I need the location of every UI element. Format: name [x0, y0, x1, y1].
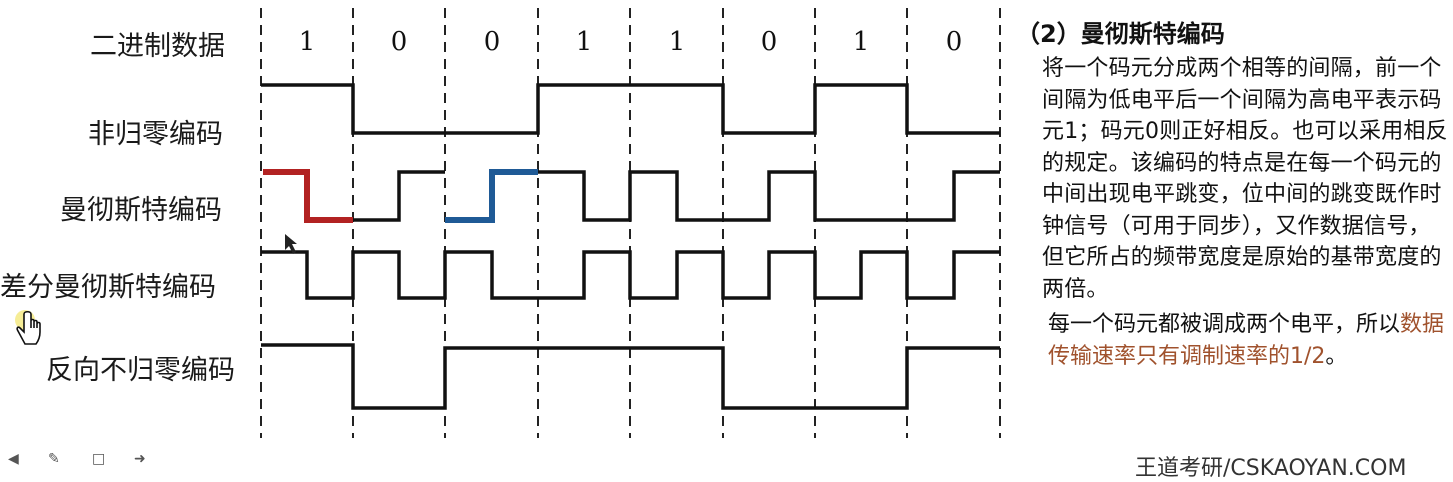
label-nrzi: 反向不归零编码 [46, 355, 235, 386]
paragraph-2-prefix: 每一个码元都被调成两个电平，所以 [1048, 312, 1401, 337]
label-binary-data: 二进制数据 [90, 31, 225, 62]
encoding-waveform-diagram: 1 0 0 1 1 0 1 0 [260, 8, 1001, 438]
player-toolbar: ◀ ✎ □ ➜ [0, 452, 170, 469]
description-paragraph-2: 每一个码元都被调成两个电平，所以数据传输速率只有调制速率的1/2。 [1048, 309, 1452, 372]
bit-value: 1 [576, 27, 593, 57]
arrow-cursor-icon [285, 234, 297, 254]
bit-boundary-lines [260, 8, 1001, 438]
label-differential-manchester: 差分曼彻斯特编码 [0, 272, 216, 303]
toolbar-square-icon[interactable]: □ [92, 451, 106, 467]
manchester-waveform [353, 170, 1000, 222]
bit-value: 1 [853, 27, 870, 57]
manchester-bit0-highlight [445, 169, 538, 223]
differential-manchester-waveform [261, 250, 1000, 300]
paragraph-2-highlight: 数据传输速率只有调制速率的1/2 [1048, 312, 1445, 369]
cursor-hand-icon [15, 310, 41, 345]
toolbar-pen-icon[interactable]: ✎ [48, 451, 60, 467]
description-paragraph-1: 将一个码元分成两个相等的间隔，前一个间隔为低电平后一个间隔为高电平表示码元1；码… [1042, 56, 1448, 302]
bit-value-labels: 1 0 0 1 1 0 1 0 [299, 27, 963, 57]
toolbar-back-icon[interactable]: ◀ [8, 451, 19, 467]
bit-value: 0 [484, 27, 501, 57]
label-nrz: 非归零编码 [88, 119, 223, 150]
bit-value: 0 [946, 27, 963, 57]
bit-value: 0 [391, 27, 408, 57]
bit-value: 1 [299, 27, 316, 57]
nrzi-waveform [261, 343, 1000, 410]
nrz-waveform [261, 83, 1000, 135]
toolbar-forward-icon[interactable]: ➜ [134, 451, 146, 467]
bit-value: 0 [761, 27, 778, 57]
label-manchester: 曼彻斯特编码 [60, 195, 222, 226]
description-title: （2）曼彻斯特编码 [1016, 20, 1225, 48]
manchester-description-panel: （2）曼彻斯特编码 将一个码元分成两个相等的间隔，前一个间隔为低电平后一个间隔为… [1012, 14, 1452, 372]
manchester-bit1-highlight [263, 169, 353, 223]
footer-brand: 王道考研/CSKAOYAN.COM [1135, 456, 1407, 481]
bit-value: 1 [669, 27, 686, 57]
paragraph-2-suffix: 。 [1325, 343, 1348, 369]
